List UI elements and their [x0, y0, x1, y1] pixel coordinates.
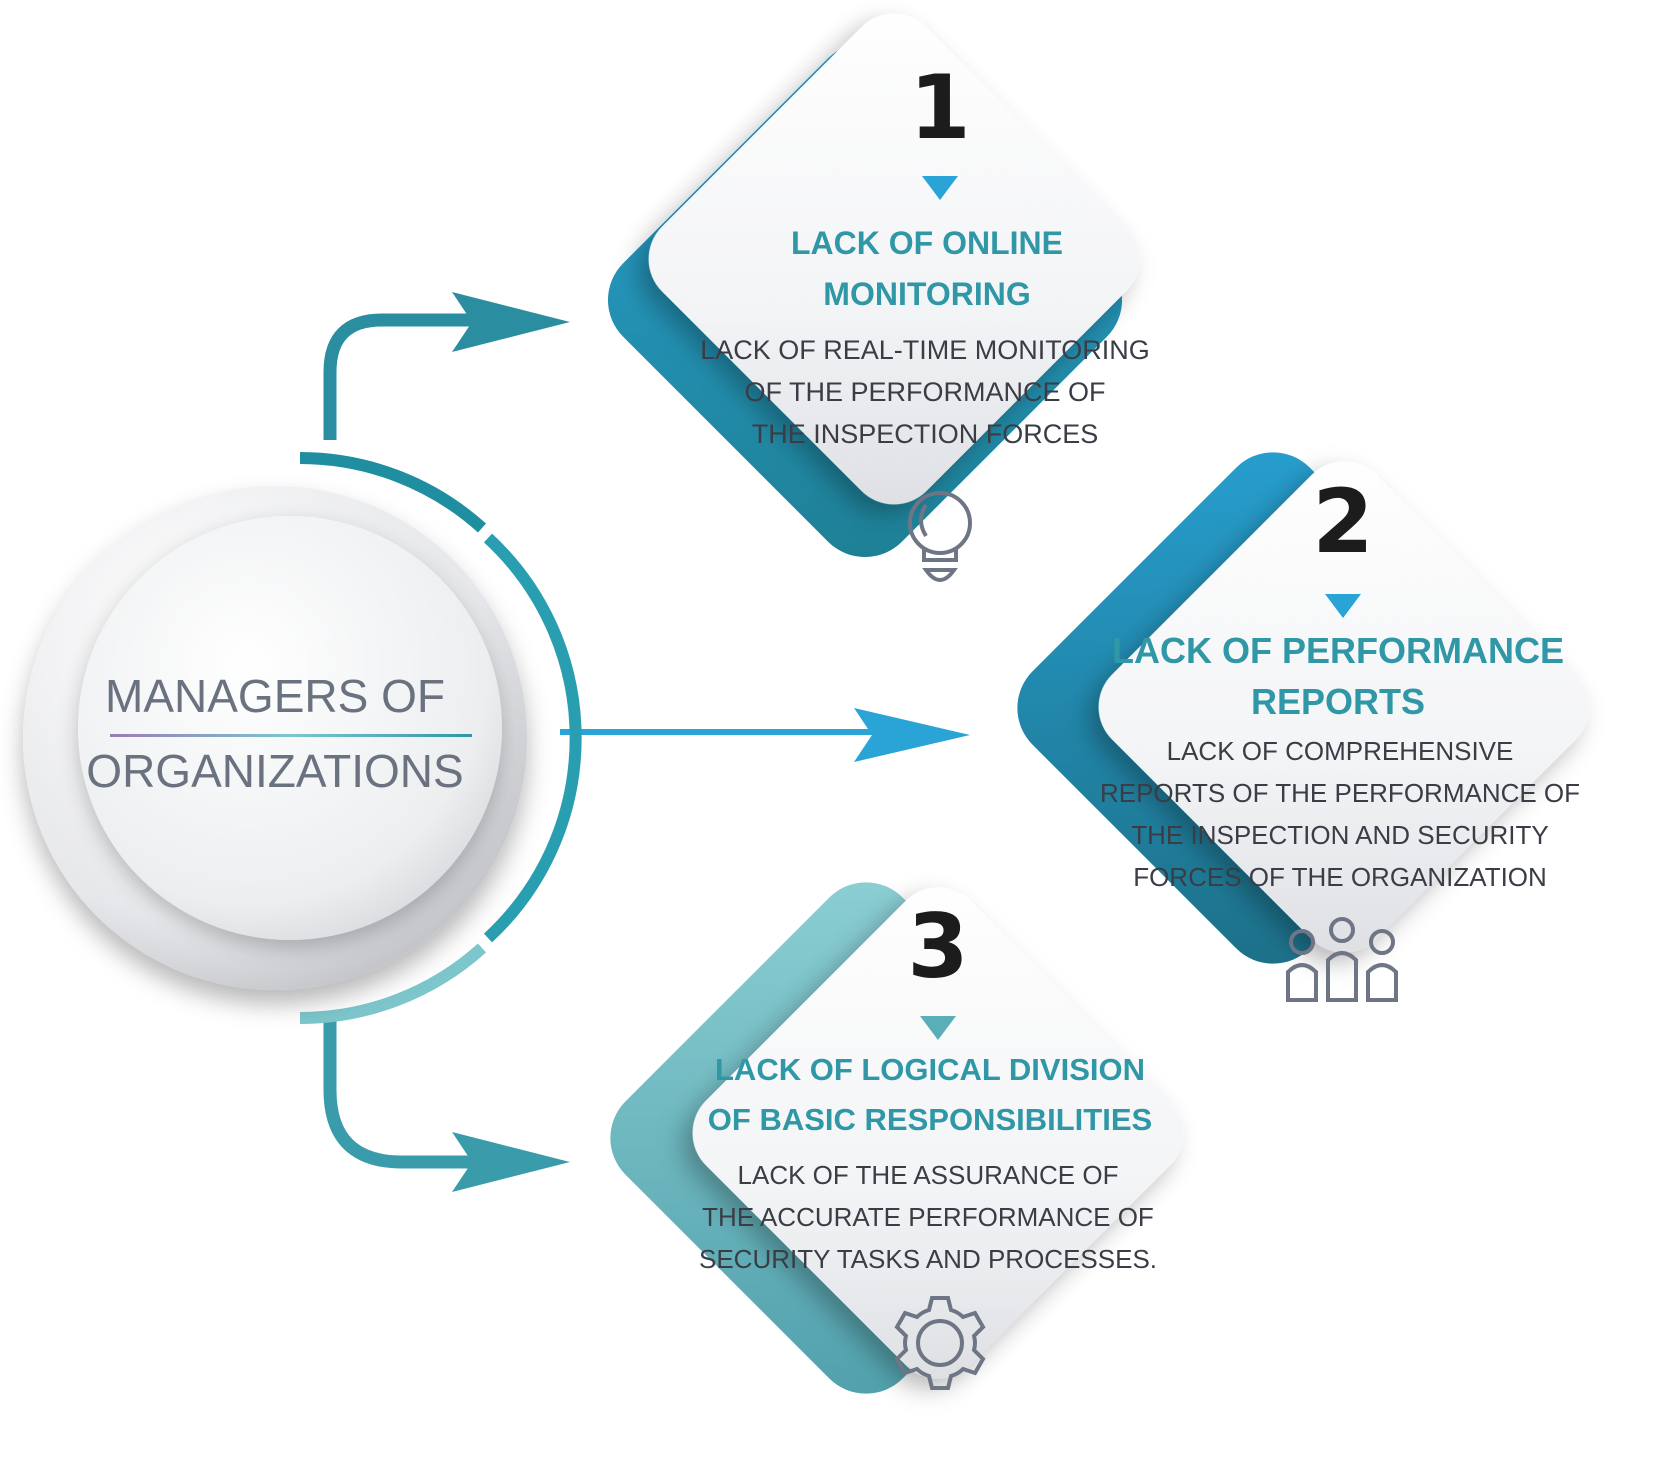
card-3-frame [610, 882, 1184, 1394]
center-circle-inner [78, 516, 502, 940]
lightbulb-icon [908, 491, 972, 582]
arrow-head-3 [452, 1132, 570, 1192]
arrow-head-2 [854, 708, 970, 762]
card-2-pointer-icon [1325, 594, 1361, 618]
card-3-number: 3 [907, 895, 968, 998]
card-3-body-line-3: SECURITY TASKS AND PROCESSES. [699, 1244, 1157, 1274]
card-2-body-line-1: LACK OF COMPREHENSIVE [1167, 736, 1514, 766]
people-icon [1286, 917, 1398, 1002]
card-3: 3 LACK OF LOGICAL DIVISION OF BASIC RESP… [610, 882, 1184, 1394]
card-2: 2 LACK OF PERFORMANCE REPORTS LACK OF CO… [1017, 452, 1590, 1002]
arrow-to-card-1 [323, 313, 500, 440]
card-1-number: 1 [909, 56, 970, 159]
card-2-face [1098, 461, 1590, 953]
card-2-title-line-1: LACK OF PERFORMANCE [1112, 630, 1564, 671]
card-3-title-line-1: LACK OF LOGICAL DIVISION [715, 1052, 1145, 1087]
card-2-body-line-4: FORCES OF THE ORGANIZATION [1133, 862, 1547, 892]
card-3-body-line-1: LACK OF THE ASSURANCE OF [738, 1160, 1119, 1190]
card-1-title-line-2: MONITORING [823, 276, 1030, 312]
card-1-face [648, 13, 1140, 505]
card-2-number: 2 [1312, 470, 1373, 573]
card-1-pointer-icon [922, 176, 958, 200]
card-2-title-line-2: REPORTS [1251, 681, 1425, 722]
arrow-to-card-3 [323, 1020, 500, 1169]
card-1-frame [607, 13, 1140, 558]
ring-segment-middle [483, 533, 582, 943]
ring-segment-bottom [299, 943, 487, 1024]
gear-icon [894, 1296, 986, 1390]
card-1-body-line-2: OF THE PERFORMANCE OF [744, 377, 1105, 407]
card-1: 1 LACK OF ONLINE MONITORING LACK OF REAL… [607, 13, 1150, 582]
center-title-line-1: MANAGERS OF [105, 670, 445, 722]
card-2-body-line-3: THE INSPECTION AND SECURITY [1131, 820, 1549, 850]
card-2-body-line-2: REPORTS OF THE PERFORMANCE OF [1100, 778, 1580, 808]
center-divider [110, 734, 472, 737]
card-2-frame [1017, 452, 1590, 964]
arrow-head-1 [452, 292, 570, 352]
ring-segment-top [299, 452, 487, 533]
card-3-title-line-2: OF BASIC RESPONSIBILITIES [708, 1102, 1152, 1137]
card-1-body-line-3: THE INSPECTION FORCES [752, 419, 1099, 449]
card-1-body-line-1: LACK OF REAL-TIME MONITORING [700, 335, 1150, 365]
card-3-face [692, 887, 1184, 1379]
center-node: MANAGERS OF ORGANIZATIONS [23, 486, 527, 990]
card-1-title-line-1: LACK OF ONLINE [791, 225, 1063, 261]
center-title-line-2: ORGANIZATIONS [86, 745, 463, 797]
card-3-pointer-icon [920, 1016, 956, 1040]
card-3-body-line-2: THE ACCURATE PERFORMANCE OF [702, 1202, 1154, 1232]
connector-arrows [299, 292, 970, 1192]
